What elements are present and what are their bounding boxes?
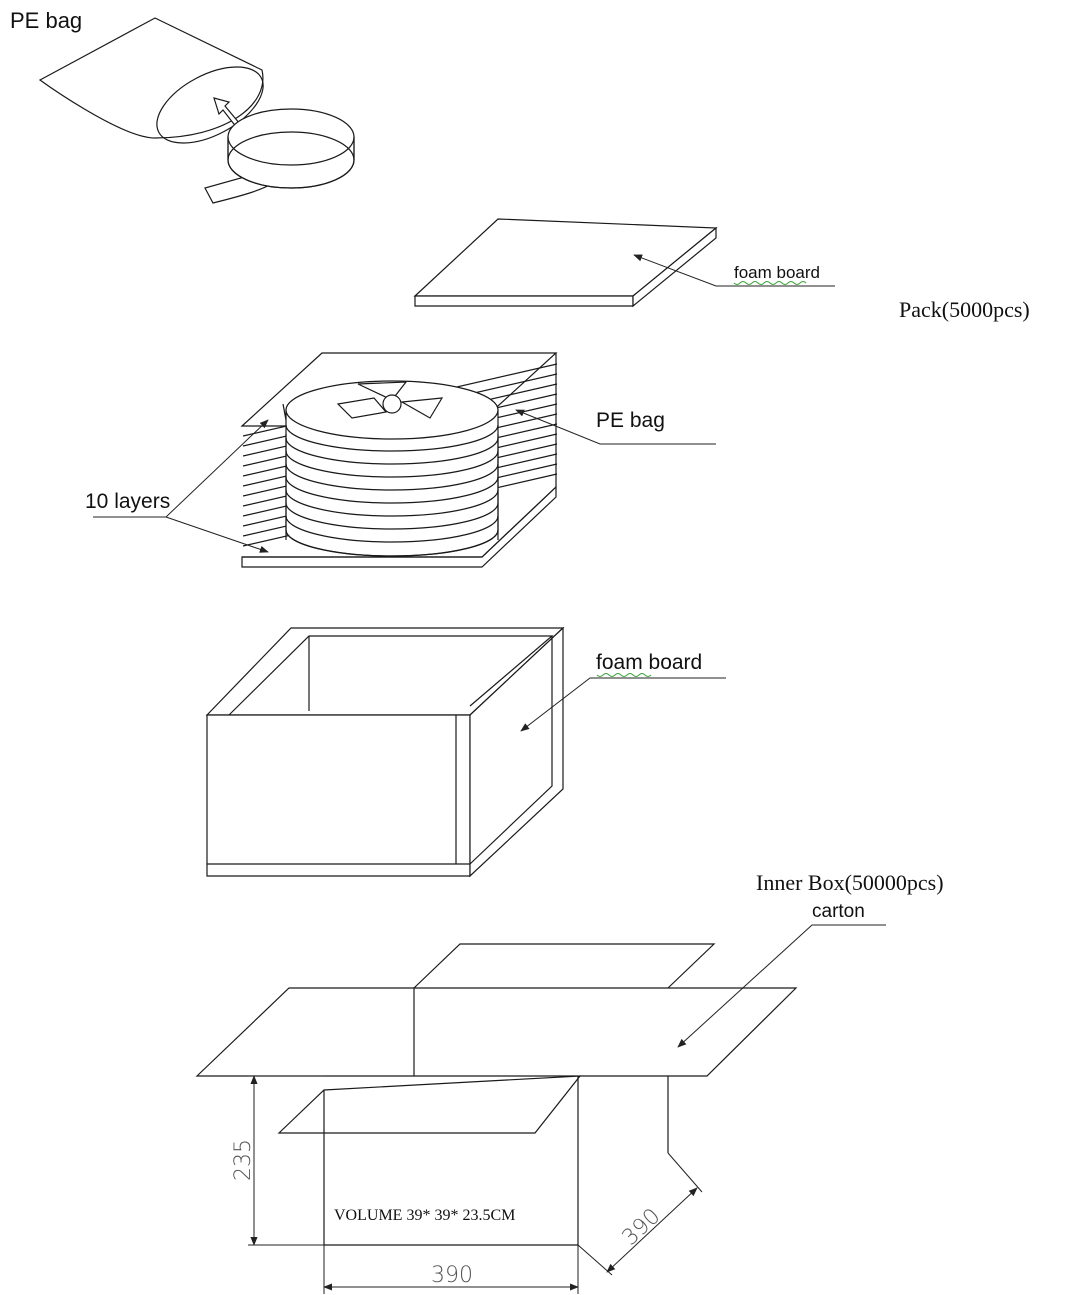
pe-bag-stack-label: PE bag (596, 409, 665, 432)
carton-label: carton (812, 901, 865, 922)
dimension-width (323, 1245, 579, 1294)
foam-board-top-leader (633, 254, 835, 287)
foam-board-box-leader (520, 677, 726, 732)
foam-board-box-label: foam board (596, 651, 702, 674)
ten-layers-label: 10 layers (85, 490, 170, 513)
pe-bag-stack-leader (515, 409, 716, 445)
foam-lined-box (205, 626, 565, 878)
pack-label: Pack(5000pcs) (899, 297, 1030, 322)
spell-squiggle-icon (596, 673, 652, 677)
insert-arrow (213, 97, 241, 129)
dimension-height-value: 235 (231, 1139, 256, 1181)
spell-squiggle-icon (733, 281, 807, 285)
dimension-depth-value: 390 (618, 1204, 666, 1251)
volume-label: VOLUME 39* 39* 23.5CM (334, 1207, 515, 1224)
dimension-width-value: 390 (431, 1263, 473, 1288)
reel-hub-icon (336, 381, 444, 419)
foam-board-top-label: foam board (734, 263, 820, 282)
dimension-depth (577, 1152, 703, 1276)
carton-box (195, 943, 798, 1246)
ten-layers-leader-bottom (165, 516, 269, 553)
pe-bag-top-label: PE bag (10, 8, 82, 33)
inner-box-label: Inner Box(50000pcs) (756, 870, 944, 895)
dimension-height (248, 1075, 324, 1246)
carton-leader (677, 924, 886, 1048)
foam-board-slab (413, 218, 718, 308)
stacked-reels (240, 352, 558, 568)
pe-bag-illustration (38, 17, 264, 144)
tape-reel (204, 108, 355, 204)
